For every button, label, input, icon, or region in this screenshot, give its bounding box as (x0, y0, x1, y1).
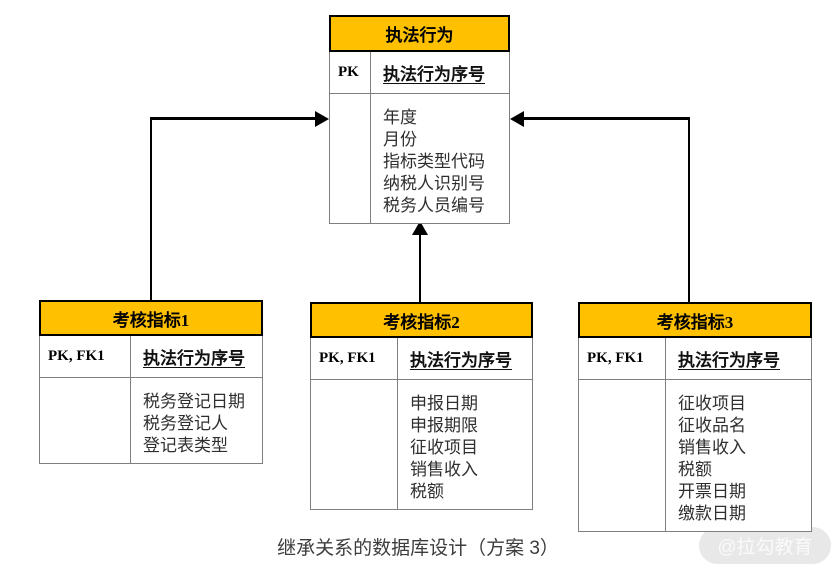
connector-child2-vertical-line (419, 234, 421, 302)
key-attribute-name: 执法行为序号 (410, 351, 512, 370)
connector-child3-horizontal-line (524, 117, 690, 120)
attribute-item: 税额 (678, 460, 712, 479)
entity-title: 考核指标3 (578, 302, 812, 338)
attribute-item: 税务登记人 (143, 414, 228, 433)
primary-key-row: PK, FK1 执法行为序号 (40, 336, 262, 378)
connector-child1-horizontal-line (150, 117, 316, 120)
key-attribute-name: 执法行为序号 (143, 349, 245, 368)
key-columns-label: PK, FK1 (579, 338, 666, 379)
figure-caption: 继承关系的数据库设计（方案 3） (277, 538, 559, 559)
primary-key-row: PK, FK1 执法行为序号 (311, 338, 532, 380)
attribute-item: 年度 (383, 108, 417, 127)
attribute-item: 申报期限 (410, 416, 478, 435)
attribute-item: 申报日期 (410, 394, 478, 413)
entity-assessment-indicator-2: 考核指标2 PK, FK1 执法行为序号 申报日期申报期限征收项目销售收入税额 (310, 302, 533, 510)
attribute-item: 销售收入 (410, 460, 478, 479)
attributes-row: 税务登记日期税务登记人登记表类型 (40, 378, 262, 463)
attributes-row: 年度月份指标类型代码纳税人识别号税务人员编号 (330, 94, 509, 223)
entity-assessment-indicator-1: 考核指标1 PK, FK1 执法行为序号 税务登记日期税务登记人登记表类型 (39, 300, 263, 464)
entity-assessment-indicator-3: 考核指标3 PK, FK1 执法行为序号 征收项目征收品名销售收入税额开票日期缴… (578, 302, 812, 532)
entity-law-enforcement-action: 执法行为 PK 执法行为序号 年度月份指标类型代码纳税人识别号税务人员编号 (329, 15, 510, 224)
entity-title: 考核指标2 (310, 302, 533, 338)
attributes-left-spacer (311, 380, 398, 509)
attributes-left-spacer (579, 380, 666, 531)
attribute-item: 税务登记日期 (143, 392, 245, 411)
attribute-list: 年度月份指标类型代码纳税人识别号税务人员编号 (371, 94, 491, 223)
connector-child3-vertical-line (688, 118, 690, 302)
attribute-item: 登记表类型 (143, 436, 228, 455)
attribute-item: 征收项目 (678, 394, 746, 413)
entity-title: 执法行为 (329, 15, 510, 52)
attribute-item: 指标类型代码 (383, 152, 485, 171)
connector-child1-vertical-line (150, 118, 152, 300)
arrowhead-up-icon (412, 221, 428, 235)
key-columns-label: PK, FK1 (311, 338, 398, 379)
key-attribute-name: 执法行为序号 (383, 65, 485, 84)
entity-body: PK, FK1 执法行为序号 征收项目征收品名销售收入税额开票日期缴款日期 (578, 338, 812, 532)
key-columns-label: PK (330, 52, 371, 93)
attributes-left-spacer (40, 378, 131, 463)
attribute-item: 税务人员编号 (383, 196, 485, 215)
attribute-item: 开票日期 (678, 482, 746, 501)
attribute-item: 纳税人识别号 (383, 174, 485, 193)
attribute-item: 征收项目 (410, 438, 478, 457)
entity-body: PK, FK1 执法行为序号 税务登记日期税务登记人登记表类型 (39, 336, 263, 464)
watermark-badge: @拉勾教育 (699, 527, 831, 564)
attribute-list: 征收项目征收品名销售收入税额开票日期缴款日期 (666, 380, 752, 531)
attribute-item: 销售收入 (678, 438, 746, 457)
attribute-item: 月份 (383, 130, 417, 149)
attributes-left-spacer (330, 94, 371, 223)
attribute-item: 征收品名 (678, 416, 746, 435)
attribute-list: 税务登记日期税务登记人登记表类型 (131, 378, 251, 463)
watermark-text: @拉勾教育 (717, 537, 813, 558)
arrowhead-right-icon (315, 111, 329, 127)
primary-key-row: PK 执法行为序号 (330, 52, 509, 94)
key-attribute-name: 执法行为序号 (678, 351, 780, 370)
attribute-item: 税额 (410, 482, 444, 501)
primary-key-row: PK, FK1 执法行为序号 (579, 338, 811, 380)
attribute-list: 申报日期申报期限征收项目销售收入税额 (398, 380, 484, 509)
arrowhead-left-icon (510, 111, 524, 127)
entity-body: PK 执法行为序号 年度月份指标类型代码纳税人识别号税务人员编号 (329, 52, 510, 224)
entity-body: PK, FK1 执法行为序号 申报日期申报期限征收项目销售收入税额 (310, 338, 533, 510)
attributes-row: 申报日期申报期限征收项目销售收入税额 (311, 380, 532, 509)
attributes-row: 征收项目征收品名销售收入税额开票日期缴款日期 (579, 380, 811, 531)
attribute-item: 缴款日期 (678, 504, 746, 523)
key-columns-label: PK, FK1 (40, 336, 131, 377)
entity-title: 考核指标1 (39, 300, 263, 336)
